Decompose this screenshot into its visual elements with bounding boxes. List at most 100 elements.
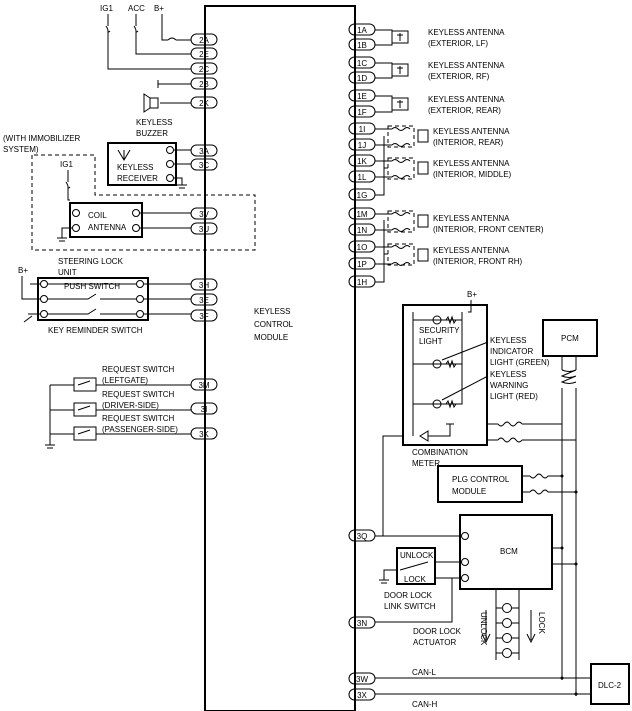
pin-3m-label: 3M	[198, 381, 209, 390]
pin-1o-label: 1O	[357, 243, 368, 252]
pin-1d-label: 1D	[357, 74, 367, 83]
req2-label-2: (DRIVER-SIDE)	[102, 401, 159, 410]
req2-label-1: REQUEST SWITCH	[102, 390, 175, 399]
pin-3a-label: 3A	[199, 147, 209, 156]
module-label-3: MODULE	[254, 333, 288, 342]
module-label-1: KEYLESS	[254, 307, 290, 316]
combination-meter: B+ SECURITY LIGHT KEYLESS INDICATOR LIGH…	[402, 290, 576, 468]
pin-1j-label: 1J	[358, 141, 366, 150]
buzzer-body	[149, 97, 159, 109]
pin-3q-label: 3Q	[357, 532, 368, 541]
lock-arrow-label: LOCK	[537, 612, 546, 634]
pin-3c-label: 3C	[199, 161, 209, 170]
antenna-1-label-2: (EXTERIOR, LF)	[428, 39, 488, 48]
meter-name-1: COMBINATION	[412, 448, 468, 457]
antenna-6-label-1: KEYLESS ANTENNA	[433, 214, 510, 223]
pin-1p-label: 1P	[357, 260, 367, 269]
pin-1h-label: 1H	[357, 278, 367, 287]
plg-section: PLG CONTROL MODULE	[437, 465, 576, 503]
receiver-label-1: KEYLESS	[117, 163, 153, 172]
warning-light-icon	[432, 399, 442, 409]
pin-3i-label: 3I	[201, 405, 208, 414]
dlc-2-box	[590, 663, 630, 705]
pin-1b-label: 1B	[357, 41, 367, 50]
door-switch-label-1: DOOR LOCK	[384, 591, 433, 600]
unlock-label: UNLOCK	[400, 551, 434, 560]
pin-2k-label: 2K	[199, 99, 209, 108]
pin-3u-label: 3U	[199, 225, 209, 234]
combination-meter-box	[402, 304, 488, 446]
indicator-label-3: LIGHT (GREEN)	[490, 358, 550, 367]
immobilizer-section: (WITH IMMOBILIZER SYSTEM) KEYLESS RECEIV…	[3, 134, 256, 251]
pin-1i-label: 1I	[359, 125, 366, 134]
antenna-4-label-1: KEYLESS ANTENNA	[433, 127, 510, 136]
request-switch-leftgate	[73, 377, 97, 392]
can-l-label: CAN-L	[412, 668, 437, 677]
request-switches: REQUEST SWITCH (LEFTGATE) REQUEST SWITCH…	[45, 365, 191, 449]
acc-label: ACC	[128, 4, 145, 13]
coil-label-2: ANTENNA	[88, 223, 127, 232]
right-pins: 3Q 3N 3W 3X 1A 1B 1C 1D 1E 1F 1I 1J 1K 1…	[348, 23, 376, 701]
buzzer-label-2: BUZZER	[136, 129, 168, 138]
antenna-7-label-1: KEYLESS ANTENNA	[433, 246, 510, 255]
antenna-2-label-2: (EXTERIOR, RF)	[428, 72, 490, 81]
warning-label-3: LIGHT (RED)	[490, 392, 538, 401]
pin-1g-label: 1G	[357, 191, 368, 200]
antenna-6-label-2: (INTERIOR, FRONT CENTER)	[433, 225, 544, 234]
pin-1c-label: 1C	[357, 59, 367, 68]
req1-label-1: REQUEST SWITCH	[102, 365, 175, 374]
security-label-2: LIGHT	[419, 337, 443, 346]
bcm-box	[459, 514, 553, 590]
security-label-1: SECURITY	[419, 326, 460, 335]
pin-1k-label: 1K	[357, 157, 367, 166]
module-label-2: CONTROL	[254, 320, 294, 329]
actuator-label-1: DOOR LOCK	[413, 627, 462, 636]
ig1-label-2: IG1	[60, 160, 73, 169]
exterior-antennas: KEYLESS ANTENNA (EXTERIOR, LF) KEYLESS A…	[375, 28, 505, 115]
bplus-label-2: B+	[18, 266, 28, 275]
pin-3h-label: 3H	[199, 281, 209, 290]
pin-3k-label: 3K	[199, 430, 209, 439]
receiver-label-2: RECEIVER	[117, 174, 158, 183]
security-light-icon	[432, 315, 442, 325]
steering-lock-unit: STEERING LOCK UNIT B+ PUSH SWITCH KEY RE…	[18, 257, 191, 335]
pin-1n-label: 1N	[357, 226, 367, 235]
push-switch-label: PUSH SWITCH	[64, 282, 120, 291]
req3-label-2: (PASSENGER-SIDE)	[102, 425, 178, 434]
antenna-5-label-2: (INTERIOR, MIDDLE)	[433, 170, 512, 179]
interior-antennas: KEYLESS ANTENNA (INTERIOR, REAR) KEYLESS…	[375, 125, 544, 283]
pin-3n-label: 3N	[357, 619, 367, 628]
pin-2b-label: 2B	[199, 80, 209, 89]
meter-bplus-label: B+	[467, 290, 477, 299]
antenna-3-label-2: (EXTERIOR, REAR)	[428, 106, 501, 115]
pin-3v-label: 3V	[199, 210, 209, 219]
bcm-section: BCM UNLOCK LOCK DOOR LOCK LINK SWITCH DO…	[375, 435, 576, 660]
pcm-label: PCM	[561, 334, 579, 343]
receiver-antenna-icon	[117, 149, 131, 161]
pcm-section: PCM	[542, 319, 598, 696]
antenna-lf-box	[391, 30, 409, 44]
request-switch-passenger	[73, 426, 97, 441]
keyless-control-module-box	[204, 5, 356, 711]
steer-label-1: STEERING LOCK	[58, 257, 124, 266]
antenna-7-label-2: (INTERIOR, FRONT RH)	[433, 257, 523, 266]
immo-label-2: SYSTEM)	[3, 145, 39, 154]
pin-2e-label: 2E	[199, 50, 209, 59]
immo-label-1: (WITH IMMOBILIZER	[3, 134, 81, 143]
indicator-label-2: INDICATOR	[490, 347, 533, 356]
antenna-5-label-1: KEYLESS ANTENNA	[433, 159, 510, 168]
warning-label-1: KEYLESS	[490, 370, 526, 379]
pin-1a-label: 1A	[357, 26, 367, 35]
buzzer-icon	[143, 93, 151, 113]
request-switch-driver	[73, 402, 97, 417]
buzzer-label-1: KEYLESS	[136, 118, 172, 127]
coil-label-1: COIL	[88, 211, 107, 220]
plg-control-module-box	[437, 465, 523, 503]
dlc-label: DLC-2	[598, 681, 622, 690]
antenna-rf-box	[391, 63, 409, 77]
antenna-2-label-1: KEYLESS ANTENNA	[428, 61, 505, 70]
unlock-arrow-label: UNLOCK	[479, 612, 488, 646]
pin-3x-label: 3X	[357, 691, 367, 700]
plg-label-1: PLG CONTROL	[452, 475, 510, 484]
antenna-4-label-2: (INTERIOR, REAR)	[433, 138, 504, 147]
